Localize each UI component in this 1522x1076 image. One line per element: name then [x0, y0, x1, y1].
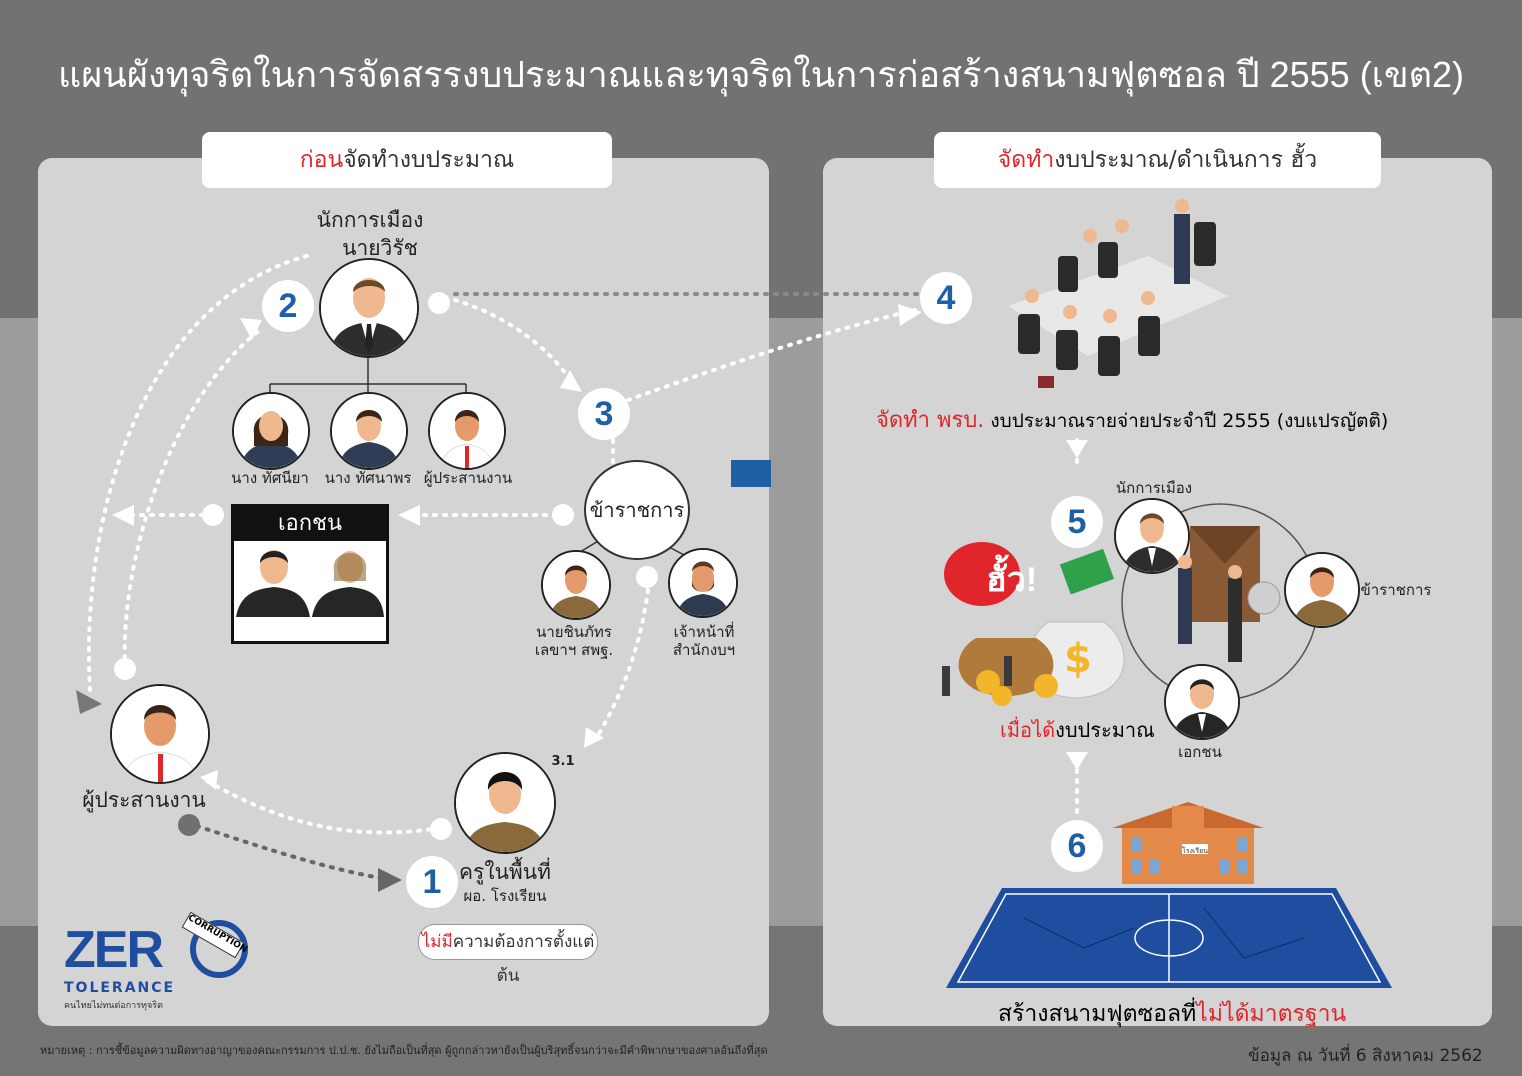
- connector-dot: [202, 504, 224, 526]
- logo-tolerance-text: TOLERANCE: [64, 980, 176, 996]
- man-in-suit-icon: [321, 260, 417, 356]
- man-icon: [112, 686, 208, 782]
- team-label: นาง ทัศนาพร: [324, 469, 412, 487]
- divider-marker: [731, 460, 771, 487]
- woman-icon: [234, 394, 308, 468]
- businessman-icon: [1166, 666, 1238, 738]
- logo-zero-text: ZER: [64, 921, 164, 979]
- budget-act-red: จัดทำ พรบ.: [876, 408, 985, 433]
- official-chinnapat-name: นายชินภัทร: [536, 623, 612, 641]
- team-avatar-coordinator: [428, 392, 506, 470]
- civil-servant-icon: [543, 552, 609, 618]
- man-in-suit-icon: [1116, 500, 1188, 572]
- connector-dot: [430, 818, 452, 840]
- disclaimer-note: หมายเหตุ : การชี้ข้อมูลความผิดทางอาญาของ…: [40, 1044, 768, 1057]
- civil-servant-bubble: ข้าราชการ: [584, 460, 690, 560]
- step5-official-label: ข้าราชการ: [1360, 581, 1432, 599]
- contract-company-label: บริษัทคู่สัญญา: [236, 624, 303, 637]
- bearded-man-icon: [670, 550, 736, 616]
- logo-tagline: คนไทยไม่ทนต่อการทุจริต: [64, 1001, 163, 1011]
- tab-text: งบประมาณ/ดำเนินการ ฮั้ว: [1054, 147, 1318, 173]
- teacher-title: ผอ. โรงเรียน: [463, 887, 547, 905]
- official-chinnapat-avatar: [541, 550, 611, 620]
- team-label: นาง ทัศนียา: [231, 469, 309, 487]
- team-label: ผู้ประสานงาน: [423, 469, 513, 487]
- when-budget-caption: เมื่อได้งบประมาณ: [1000, 714, 1155, 746]
- teacher-label: ครูในพื้นที่: [459, 860, 551, 884]
- step6-text: สร้างสนามฟุตซอลที่: [998, 1001, 1197, 1027]
- hua-exclamation: ฮั้ว!: [986, 561, 1038, 599]
- business-people-icon: [234, 541, 386, 617]
- before-budget-tab: ก่อนจัดทำงบประมาณ: [202, 132, 612, 188]
- bribe-handover-illustration: [1178, 526, 1281, 662]
- step5-politician-label: นักการเมือง: [1115, 479, 1193, 497]
- team-avatar-tasaniya: [232, 392, 310, 470]
- connector-dot: [552, 504, 574, 526]
- step5-politician-avatar: [1114, 498, 1190, 574]
- step-5-badge: 5: [1051, 496, 1103, 548]
- substandard-field-caption: สร้างสนามฟุตซอลที่ไม่ได้มาตรฐาน: [998, 996, 1346, 1032]
- speech-red-text: ไม่มี: [421, 932, 453, 952]
- civil-servant-icon: [1286, 554, 1358, 626]
- step5-official-avatar: [1284, 552, 1360, 628]
- tab-text: จัดทำงบประมาณ: [343, 147, 515, 173]
- step-6-badge: 6: [1051, 820, 1103, 872]
- connector-dot: [178, 814, 200, 836]
- step-3-badge: 3: [578, 388, 630, 440]
- zero-tolerance-logo: ZER O CORRUPTION TOLERANCE คนไทยไม่ทนต่อ…: [62, 911, 262, 1014]
- money-bags-illustration: [942, 542, 1125, 706]
- official-budget-office-avatar: [668, 548, 738, 618]
- politician-name: นายวิรัช: [342, 236, 418, 260]
- step5-private-avatar: [1164, 664, 1240, 740]
- coordinator-label: ผู้ประสานงาน: [82, 788, 206, 812]
- budget-act-caption: จัดทำ พรบ. งบประมาณรายจ่ายประจำปี 2555 (…: [876, 402, 1388, 437]
- school-and-futsal-court-illustration: โรงเรียน: [946, 802, 1392, 988]
- connector-dot: [636, 566, 658, 588]
- no-need-speech-bubble: ไม่มีความต้องการตั้งแต่ต้น: [418, 924, 598, 986]
- page-title: แผนผังทุจริตในการจัดสรรงบประมาณและทุจริต…: [57, 54, 1464, 95]
- step-3-1-label: 3.1: [551, 754, 575, 769]
- step5-private-label: เอกชน: [1178, 743, 1222, 761]
- tab-red-text: จัดทำ: [997, 147, 1055, 173]
- school-sign: โรงเรียน: [1182, 846, 1208, 855]
- dollar-icon: $: [1064, 636, 1092, 682]
- coordinator-avatar: [110, 684, 210, 784]
- step-4-badge: 4: [920, 272, 972, 324]
- competitor-company-label: บริษัทคู่เทียบ: [324, 624, 384, 637]
- connector-dot: [114, 658, 136, 680]
- step6-red: ไม่ได้มาตรฐาน: [1196, 1001, 1347, 1027]
- budget-act-text: งบประมาณรายจ่ายประจำปี 2555 (งบแปรญัตติ): [990, 410, 1389, 432]
- caption-text: งบประมาณ: [1055, 718, 1155, 742]
- step-1-badge: 1: [406, 856, 458, 908]
- speech-text: ความต้องการตั้งแต่ต้น: [452, 932, 595, 986]
- school-director-icon: [456, 754, 554, 852]
- team-avatar-tasanaporn: [330, 392, 408, 470]
- official-chinnapat-title: เลขาฯ สพฐ.: [534, 641, 614, 659]
- step-2-badge: 2: [262, 280, 314, 332]
- man-icon: [430, 394, 504, 468]
- tab-red-text: ก่อน: [299, 147, 344, 173]
- private-sector-box: เอกชน บริษัทคู่สัญญา บริษัทคู่เทียบ: [231, 504, 389, 644]
- caption-red: เมื่อได้: [1000, 718, 1056, 742]
- data-date: ข้อมูล ณ วันที่ 6 สิงหาคม 2562: [1248, 1046, 1483, 1066]
- connector-dot: [428, 292, 450, 314]
- meeting-room-illustration: [1008, 199, 1228, 388]
- logo-o-ring: O: [190, 920, 248, 978]
- official-budget-office-unit: สำนักงบฯ: [672, 641, 736, 659]
- budget-process-tab: จัดทำงบประมาณ/ดำเนินการ ฮั้ว: [934, 132, 1381, 188]
- politician-avatar: [319, 258, 419, 358]
- private-title: เอกชน: [234, 507, 386, 541]
- official-budget-office-title: เจ้าหน้าที่: [673, 623, 735, 641]
- teacher-avatar: [454, 752, 556, 854]
- politician-role: นักการเมือง: [316, 208, 424, 232]
- woman-icon: [332, 394, 406, 468]
